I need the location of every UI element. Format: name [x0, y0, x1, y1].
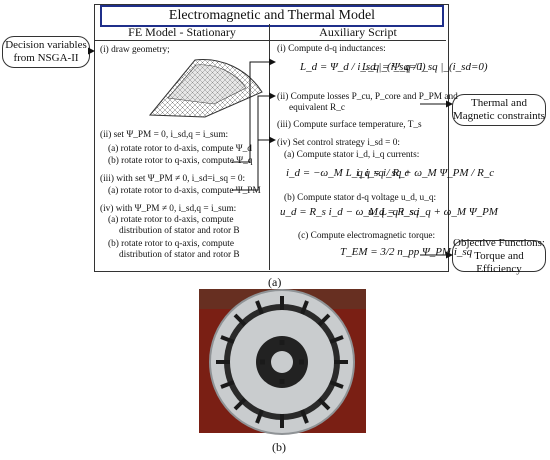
- model-frame: [94, 4, 449, 272]
- formula-uq: u_q = R_s i_q + ω_M Ψ_PM: [368, 206, 498, 218]
- fe-step-3: (iii) with set Ψ_PM ≠ 0, i_sd=i_sq = 0:: [100, 174, 246, 184]
- fe-step-2: (ii) set Ψ_PM = 0, i_sd,q = i_sum:: [100, 130, 229, 140]
- fe-step-3a: (a) rotate rotor to d-axis, compute Ψ_PM: [108, 186, 261, 196]
- fe-step-1: (i) draw geometry;: [100, 45, 170, 55]
- formula-tem: T_EM = 3/2 n_pp Ψ_PM i_sq: [340, 246, 473, 258]
- aux-step-4b: (b) Compute stator d-q voltage u_d, u_q:: [284, 193, 437, 203]
- fe-step-4a: (a) rotate rotor to d-axis, compute: [108, 215, 234, 225]
- formula-iq: i_q = i_sq + ω_M Ψ_PM / R_c: [356, 167, 495, 179]
- aux-step-3: (iii) Compute surface temperature, T_s: [277, 120, 422, 130]
- formula-id: i_d = −ω_M L_q i_sq / R_c: [286, 167, 410, 179]
- aux-step-4: (iv) Set control strategy i_sd = 0:: [277, 138, 400, 148]
- aux-step-2: (ii) Compute losses P_cu, P_core and P_P…: [277, 92, 458, 102]
- thermal-magnetic-constraints-box: Thermal and Magnetic constraints: [452, 94, 546, 126]
- aux-step-4a: (a) Compute stator i_d, i_q currents:: [284, 150, 420, 160]
- aux-step-4c: (c) Compute electromagnetic torque:: [298, 231, 436, 241]
- fe-step-2b: (b) rotate rotor to q-axis, compute Ψ_q: [108, 156, 253, 166]
- column-divider: [269, 24, 270, 270]
- decision-variables-box: Decision variables from NSGA-II: [2, 36, 90, 68]
- fe-step-4b-cont: distribution of stator and rotor B: [119, 250, 240, 260]
- formula-ld: L_d = Ψ_d / i_sd |_(i_sq=0): [300, 61, 426, 73]
- arrow-losses: [232, 92, 276, 191]
- fe-step-2a: (a) rotate rotor to d-axis, compute Ψ_d: [108, 144, 252, 154]
- aux-step-2-cont: equivalent R_c: [289, 103, 346, 113]
- fe-mesh-geometry: [148, 59, 263, 118]
- diagram-title: Electromagnetic and Thermal Model: [100, 5, 444, 27]
- caption-b: (b): [272, 440, 286, 454]
- formula-ud: u_d = R_s i_d − ω_M L_q i_sq: [280, 206, 420, 218]
- header-rule: [95, 40, 446, 41]
- fe-step-4: (iv) with Ψ_PM ≠ 0, i_sd,q = i_sum:: [100, 204, 237, 214]
- fe-step-4b: (b) rotate rotor to q-axis, compute: [108, 239, 234, 249]
- formula-lq: L_q = Ψ_q / i_sq |_(i_sd=0): [362, 61, 488, 73]
- objective-functions-box: Objective Functions: Torque and Efficien…: [452, 236, 546, 275]
- fe-step-4a-cont: distribution of stator and rotor B: [119, 226, 240, 236]
- caption-a: (a): [268, 275, 282, 289]
- aux-step-1: (i) Compute d-q inductances:: [277, 44, 386, 54]
- motor-photo: [199, 289, 366, 435]
- arrow-inductances: [232, 58, 276, 163]
